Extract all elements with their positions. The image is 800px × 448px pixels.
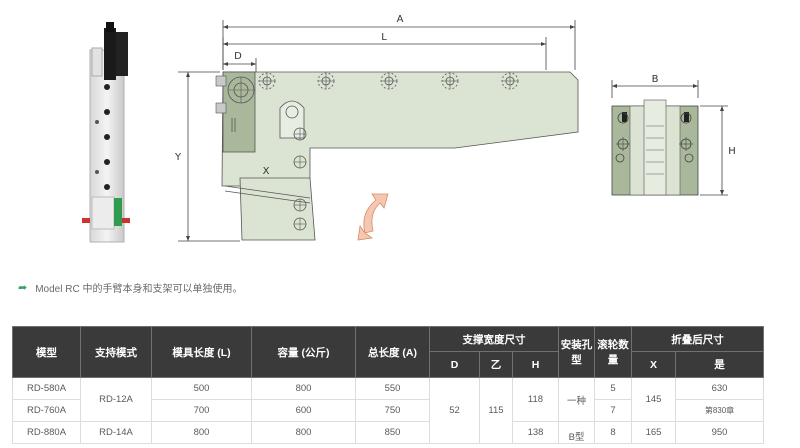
cell-total: 750 <box>355 399 430 422</box>
header-model: 模型 <box>12 326 81 378</box>
header-support-mode: 支持模式 <box>80 326 152 378</box>
header-die-length: 模具长度 (L) <box>151 326 252 378</box>
cell-model: RD-760A <box>12 399 81 422</box>
usage-note: ➦ Model RC 中的手臂本身和支架可以单独使用。 <box>18 280 242 295</box>
dim-l-label: L <box>381 32 387 43</box>
dim-y-label: Y <box>174 152 182 163</box>
dim-x-label: X <box>263 166 270 177</box>
table-row: RD-760A 700 600 750 7 第830章 <box>12 399 765 422</box>
cell-length: 700 <box>151 399 252 422</box>
product-photo <box>82 22 130 243</box>
cell-model: RD-580A <box>12 377 81 400</box>
cell-capacity: 600 <box>251 399 356 422</box>
side-view-drawing: B H <box>611 74 736 196</box>
cell-mount: B型 <box>558 421 596 444</box>
header-b: 乙 <box>479 351 513 378</box>
cell-support: RD-12A <box>80 377 152 422</box>
cell-length: 500 <box>151 377 252 400</box>
header-mount-hole: 安装孔型 <box>558 326 596 378</box>
cell-y: 630 <box>675 377 765 400</box>
header-total-length: 总长度 (A) <box>355 326 430 378</box>
cell-mount: 一种 <box>558 377 596 422</box>
header-roller-count: 滚轮数量 <box>594 326 633 378</box>
header-folded-size: 折叠后尺寸 <box>631 326 765 352</box>
table-row: RD-580A RD-12A 500 800 550 52 115 118 一种… <box>12 377 765 444</box>
header-x: X <box>631 351 677 378</box>
cell-x: 145 <box>631 377 677 422</box>
header-y: 是 <box>675 351 765 378</box>
cell-capacity: 800 <box>251 377 356 400</box>
cell-model: RD-880A <box>12 421 81 444</box>
dim-h-label: H <box>728 146 736 157</box>
table-row: RD-880A RD-14A 800 800 850 138 B型 8 165 … <box>12 421 765 444</box>
cell-capacity: 800 <box>251 421 356 444</box>
cell-y: 第830章 <box>675 399 765 422</box>
cell-total: 850 <box>355 421 430 444</box>
header-h: H <box>511 351 560 378</box>
cell-rollers: 8 <box>594 421 633 444</box>
cell-total: 550 <box>355 377 430 400</box>
cell-x: 165 <box>631 421 677 444</box>
cell-support: RD-14A <box>80 421 152 444</box>
cell-rollers: 5 <box>594 377 633 400</box>
dim-b-label: B <box>652 74 659 85</box>
spec-table: 模型 支持模式 模具长度 (L) 容量 (公斤) 总长度 (A) 支撑宽度尺寸 … <box>12 326 765 444</box>
cell-h: 118 <box>511 377 560 422</box>
cell-b: 115 <box>479 377 513 444</box>
dim-d-label: D <box>234 51 242 62</box>
technical-drawing: A L D X Y <box>174 14 579 242</box>
dim-a-label: A <box>397 14 404 25</box>
cell-y: 950 <box>675 421 765 444</box>
cell-rollers: 7 <box>594 399 633 422</box>
header-d: D <box>429 351 480 378</box>
header-capacity: 容量 (公斤) <box>251 326 356 378</box>
cell-length: 800 <box>151 421 252 444</box>
arrow-right-icon: ➦ <box>18 282 28 294</box>
header-support-width: 支撑宽度尺寸 <box>428 326 560 352</box>
usage-note-text: Model RC 中的手臂本身和支架可以单独使用。 <box>35 284 243 295</box>
cell-h: 138 <box>511 421 560 444</box>
cell-d: 52 <box>429 377 480 444</box>
rotation-arrow-icon <box>357 193 389 241</box>
